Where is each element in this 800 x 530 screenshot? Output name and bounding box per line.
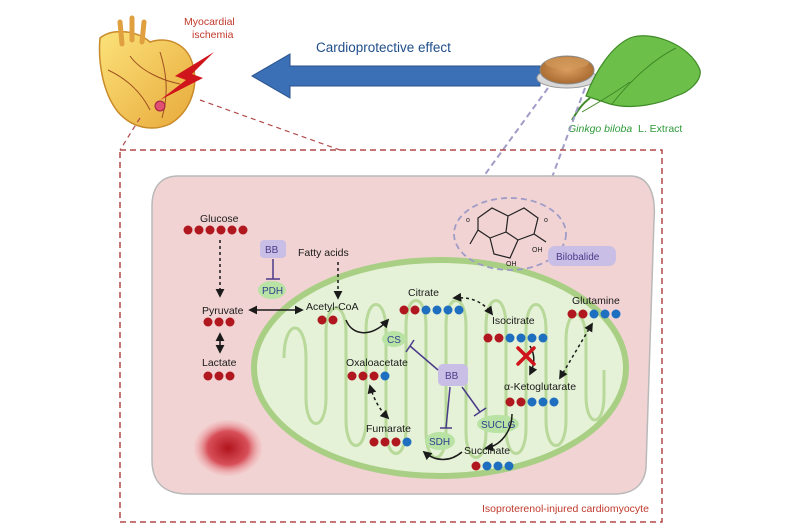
svg-text:o: o (544, 217, 548, 224)
metabolite-alpha-ketoglutarate: α-Ketoglutarate (504, 381, 576, 393)
metabolite-fatty-acids: Fatty acids (298, 247, 349, 259)
carbon-dots (183, 225, 621, 471)
enzyme-pdh: PDH (262, 286, 283, 297)
carbon-dot-glucose (183, 225, 193, 235)
zoom-line-right (199, 99, 341, 151)
carbon-dot-akg (505, 397, 515, 407)
carbon-dot-succinate (504, 461, 514, 471)
bb-inhibitor-top: BB (265, 245, 279, 256)
carbon-dot-citrate (454, 305, 464, 315)
carbon-dot-fumarate (380, 437, 390, 447)
carbon-dot-fumarate (369, 437, 379, 447)
enzyme-pdh-badge (258, 281, 286, 299)
carbon-dot-glutamine (611, 309, 621, 319)
svg-text:OH: OH (506, 261, 517, 268)
effect-title: Cardioprotective effect (316, 40, 451, 55)
carbon-dot-glucose (205, 225, 215, 235)
metabolite-acetyl-coa: Acetyl-CoA (306, 301, 359, 313)
bb-inhibitor-top-badge (260, 240, 286, 258)
ischemia-label-line1: Myocardial (184, 16, 235, 28)
metabolite-fumarate: Fumarate (366, 423, 411, 435)
carbon-dot-glutamine (578, 309, 588, 319)
metabolite-glutamine: Glutamine (572, 295, 620, 307)
bb-inhibitor-center: BB (445, 371, 459, 382)
enzyme-sdh: SDH (429, 437, 450, 448)
carbon-dot-citrate (410, 305, 420, 315)
carbon-dot-isocitrate (505, 333, 515, 343)
carbon-dot-akg (516, 397, 526, 407)
carbon-dot-succinate (493, 461, 503, 471)
carbon-dot-akg (527, 397, 537, 407)
carbon-dot-fumarate (402, 437, 412, 447)
carbon-dot-succinate (482, 461, 492, 471)
enzyme-cs-badge (382, 331, 406, 347)
bilobalide-badge (548, 246, 616, 266)
carbon-dot-glucose (238, 225, 248, 235)
nucleus (194, 420, 262, 476)
metabolite-citrate: Citrate (408, 287, 439, 299)
ischemia-label-line2: ischemia (192, 29, 234, 41)
bilobalide-structure: o o OH OH (453, 197, 567, 271)
carbon-dot-glutamine (600, 309, 610, 319)
carbon-dot-fumarate (391, 437, 401, 447)
carbon-dot-glutamine (589, 309, 599, 319)
cell-caption: Isoproterenol-injured cardiomyocyte (482, 503, 649, 515)
metabolite-succinate: Succinate (464, 445, 510, 457)
extract-link-right (539, 87, 586, 211)
carbon-dot-oxaloacetate (369, 371, 379, 381)
blocked-icon (516, 346, 536, 366)
carbon-dot-glucose (216, 225, 226, 235)
carbon-dot-lactate (225, 371, 235, 381)
carbon-dot-lactate (203, 371, 213, 381)
metabolite-glucose: Glucose (200, 213, 239, 225)
svg-text:OH: OH (532, 247, 543, 254)
enzyme-sdh-badge (425, 432, 455, 450)
carbon-dot-oxaloacetate (358, 371, 368, 381)
metabolite-oxaloacetate: Oxaloacetate (346, 357, 408, 369)
carbon-dot-citrate (432, 305, 442, 315)
carbon-dot-acetyl-coa (328, 315, 338, 325)
carbon-dot-citrate (443, 305, 453, 315)
extract-dish (536, 55, 598, 89)
inhibition-lines (266, 259, 487, 429)
carbon-dot-succinate (471, 461, 481, 471)
carbon-dot-isocitrate (527, 333, 537, 343)
carbon-dot-pyruvate (225, 317, 235, 327)
carbon-dot-isocitrate (516, 333, 526, 343)
carbon-dot-oxaloacetate (347, 371, 357, 381)
carbon-dot-citrate (421, 305, 431, 315)
carbon-dot-glucose (194, 225, 204, 235)
carbon-dot-isocitrate (494, 333, 504, 343)
carbon-dot-pyruvate (203, 317, 213, 327)
heart-illustration (98, 15, 196, 129)
pathway-arrows (215, 240, 593, 461)
carbon-dot-glucose (227, 225, 237, 235)
carbon-dot-glutamine (567, 309, 577, 319)
metabolite-isocitrate: Isocitrate (492, 315, 535, 327)
carbon-dot-lactate (214, 371, 224, 381)
svg-text:o: o (466, 217, 470, 224)
lightning-bolt-icon (160, 52, 214, 100)
carbon-dot-akg (549, 397, 559, 407)
metabolite-lactate: Lactate (202, 357, 237, 369)
bb-inhibitor-center-badge (438, 364, 468, 386)
extract-suffix-label: L. Extract (638, 123, 682, 135)
carbon-dot-isocitrate (538, 333, 548, 343)
carbon-dot-isocitrate (483, 333, 493, 343)
cardioprotective-arrow (251, 53, 541, 99)
enzyme-cs: CS (387, 335, 401, 346)
bilobalide-label: Bilobalide (556, 252, 600, 263)
zoom-line-left (119, 117, 141, 151)
extract-species-label: Ginkgo biloba (568, 123, 632, 135)
carbon-dot-acetyl-coa (317, 315, 327, 325)
carbon-dot-pyruvate (214, 317, 224, 327)
metabolite-pyruvate: Pyruvate (202, 305, 244, 317)
carbon-dot-oxaloacetate (380, 371, 390, 381)
carbon-dot-citrate (399, 305, 409, 315)
enzyme-suclg: SUCLG (481, 420, 516, 431)
zoom-box (119, 149, 663, 523)
carbon-dot-akg (538, 397, 548, 407)
